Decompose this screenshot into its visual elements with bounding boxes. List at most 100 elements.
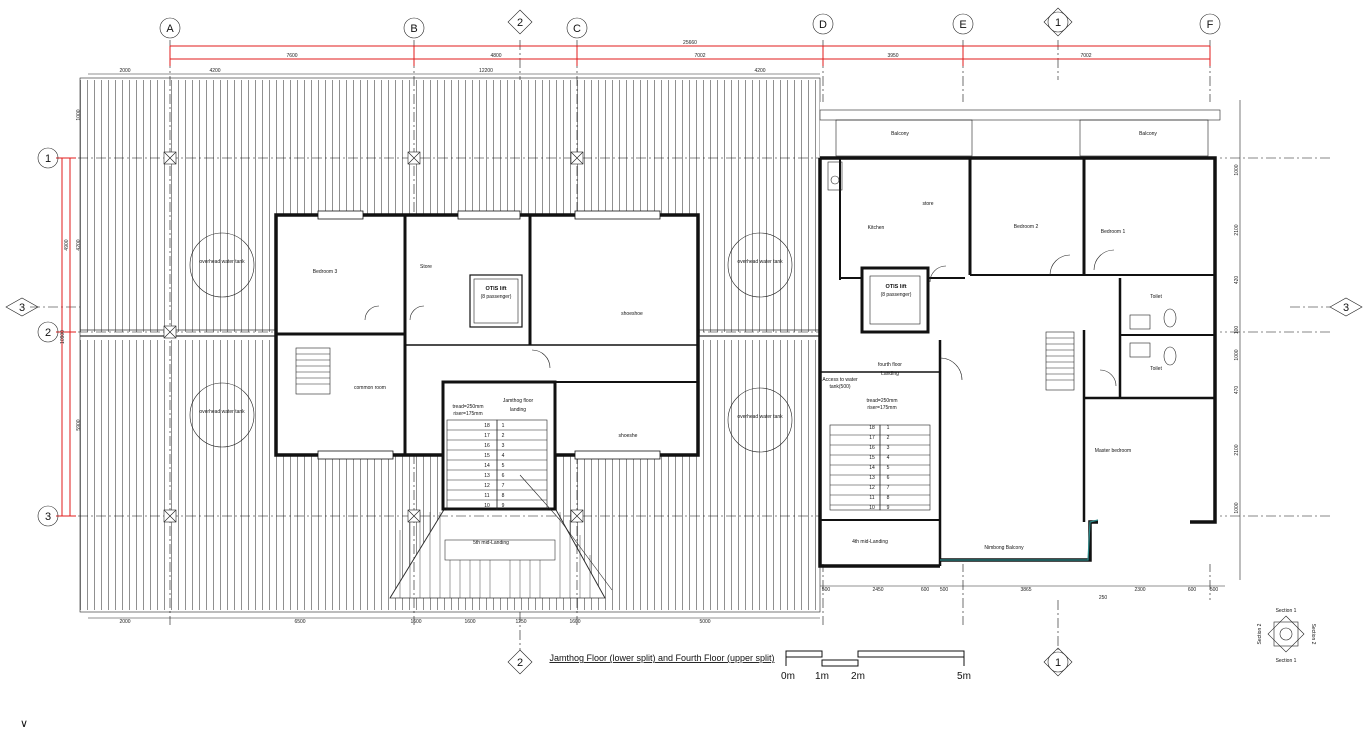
svg-text:7002: 7002 [694, 53, 705, 59]
svg-text:2000: 2000 [119, 68, 130, 74]
room-master-bed: Master bedroom [1095, 448, 1131, 454]
mid-landing-right: 4th mid-Landing [852, 539, 888, 545]
svg-text:4200: 4200 [754, 68, 765, 74]
svg-text:3: 3 [19, 302, 25, 314]
svg-text:7: 7 [887, 485, 890, 491]
svg-text:5000: 5000 [699, 619, 710, 625]
lift-right-title: OTIS lift [885, 284, 906, 290]
svg-text:2300: 2300 [1134, 587, 1145, 593]
svg-text:15: 15 [484, 453, 490, 459]
room-toilet2: Toilet [1150, 366, 1162, 372]
svg-text:18: 18 [484, 423, 490, 429]
svg-text:15: 15 [869, 455, 875, 461]
room-toilet1: Toilet [1150, 294, 1162, 300]
svg-text:12200: 12200 [479, 68, 493, 74]
svg-text:2100: 2100 [1234, 444, 1240, 455]
room-shoeshe: shoeshe [619, 433, 638, 439]
svg-text:1600: 1600 [464, 619, 475, 625]
svg-text:13: 13 [869, 475, 875, 481]
room-store-left: Store [420, 264, 432, 270]
grid-label-f: F [1207, 19, 1214, 31]
fourth-landing: fourth floor [878, 362, 902, 368]
svg-text:1: 1 [1055, 657, 1061, 669]
svg-text:250: 250 [1099, 595, 1108, 601]
svg-text:2450: 2450 [872, 587, 883, 593]
svg-text:420: 420 [1234, 276, 1240, 285]
riser-right: riser=175mm [867, 405, 896, 411]
grid-label-1: 1 [45, 153, 51, 165]
svg-text:1: 1 [502, 423, 505, 429]
jamthog-landing2: landing [510, 407, 526, 413]
svg-text:600: 600 [921, 587, 930, 593]
water-tanks: overhead water tank overhead water tank … [189, 232, 793, 453]
svg-text:10: 10 [869, 505, 875, 511]
scale-5m: 5m [957, 671, 971, 682]
room-shoeshoe: shoeshoe [621, 311, 643, 317]
lift-left-title: OTIS lift [485, 286, 506, 292]
svg-text:17: 17 [484, 433, 490, 439]
svg-text:4900: 4900 [64, 239, 70, 250]
svg-text:4200: 4200 [209, 68, 220, 74]
svg-text:16: 16 [484, 443, 490, 449]
tank-label-br: overhead water tank [737, 414, 783, 420]
grid-bubbles: A B C D E F 1 2 3 [37, 13, 1221, 527]
svg-text:1000: 1000 [1234, 164, 1240, 175]
svg-text:2: 2 [517, 657, 523, 669]
grid-label-e: E [959, 19, 966, 31]
svg-text:2: 2 [887, 435, 890, 441]
svg-text:1600: 1600 [410, 619, 421, 625]
lift-left-sub: (8 passenger) [481, 294, 512, 300]
dimension-labels: 25660 7600 4800 7002 3950 7002 2000 4200… [60, 40, 1241, 625]
svg-text:5900: 5900 [76, 419, 82, 430]
mid-landing-left: 5th mid-Landing [473, 540, 509, 546]
svg-text:12: 12 [869, 485, 875, 491]
svg-text:4800: 4800 [490, 53, 501, 59]
svg-text:1000: 1000 [1234, 349, 1240, 360]
tank-text: tank(500) [829, 384, 850, 390]
jamthog-landing: Jamthog floor [503, 398, 534, 404]
riser-left: riser=175mm [453, 411, 482, 417]
room-kitchen: Kitchen [868, 225, 885, 231]
svg-text:10900: 10900 [60, 330, 66, 344]
svg-text:1600: 1600 [569, 619, 580, 625]
access-water: Access to water [822, 377, 858, 383]
svg-text:500: 500 [1210, 587, 1219, 593]
svg-text:4: 4 [887, 455, 890, 461]
grid-label-a: A [166, 23, 174, 35]
svg-text:25660: 25660 [683, 40, 697, 46]
svg-text:11: 11 [869, 495, 874, 501]
svg-text:5: 5 [502, 463, 505, 469]
svg-text:2100: 2100 [1234, 224, 1240, 235]
svg-text:3: 3 [887, 445, 890, 451]
compass-icon: Section 1 Section 1 Section 2 Section 2 [1257, 608, 1316, 664]
drawing-title: Jamthog Floor (lower split) and Fourth F… [549, 653, 774, 663]
fourth-landing2: Landing [881, 371, 899, 377]
tank-label-tr: overhead water tank [737, 259, 783, 265]
right-building-labels: Balcony Balcony Kitchen store Bedroom 2 … [822, 131, 1162, 551]
svg-text:3865: 3865 [1020, 587, 1031, 593]
red-dimension-lines [56, 45, 1211, 517]
svg-text:1000: 1000 [76, 109, 82, 120]
svg-text:6500: 6500 [294, 619, 305, 625]
svg-text:7: 7 [502, 483, 505, 489]
svg-text:10: 10 [484, 503, 490, 509]
tank-label-bl: overhead water tank [199, 409, 245, 415]
svg-text:1: 1 [887, 425, 890, 431]
svg-text:Section 2: Section 2 [1257, 623, 1263, 644]
grid-label-b: B [410, 23, 417, 35]
svg-text:1000: 1000 [1234, 502, 1240, 513]
svg-text:Section 1: Section 1 [1276, 608, 1297, 614]
svg-text:6: 6 [502, 473, 505, 479]
room-bedroom3: Bedroom 3 [313, 269, 338, 275]
svg-text:5: 5 [887, 465, 890, 471]
svg-text:3: 3 [1343, 302, 1349, 314]
svg-text:3: 3 [502, 443, 505, 449]
svg-text:Section 2: Section 2 [1310, 624, 1316, 645]
svg-text:13: 13 [484, 473, 490, 479]
room-bedroom1: Bedroom 1 [1101, 229, 1126, 235]
bottom-mark: ∨ [20, 718, 28, 729]
scale-1m: 1m [815, 671, 829, 682]
svg-text:4: 4 [502, 453, 505, 459]
room-common: common room [354, 385, 386, 391]
